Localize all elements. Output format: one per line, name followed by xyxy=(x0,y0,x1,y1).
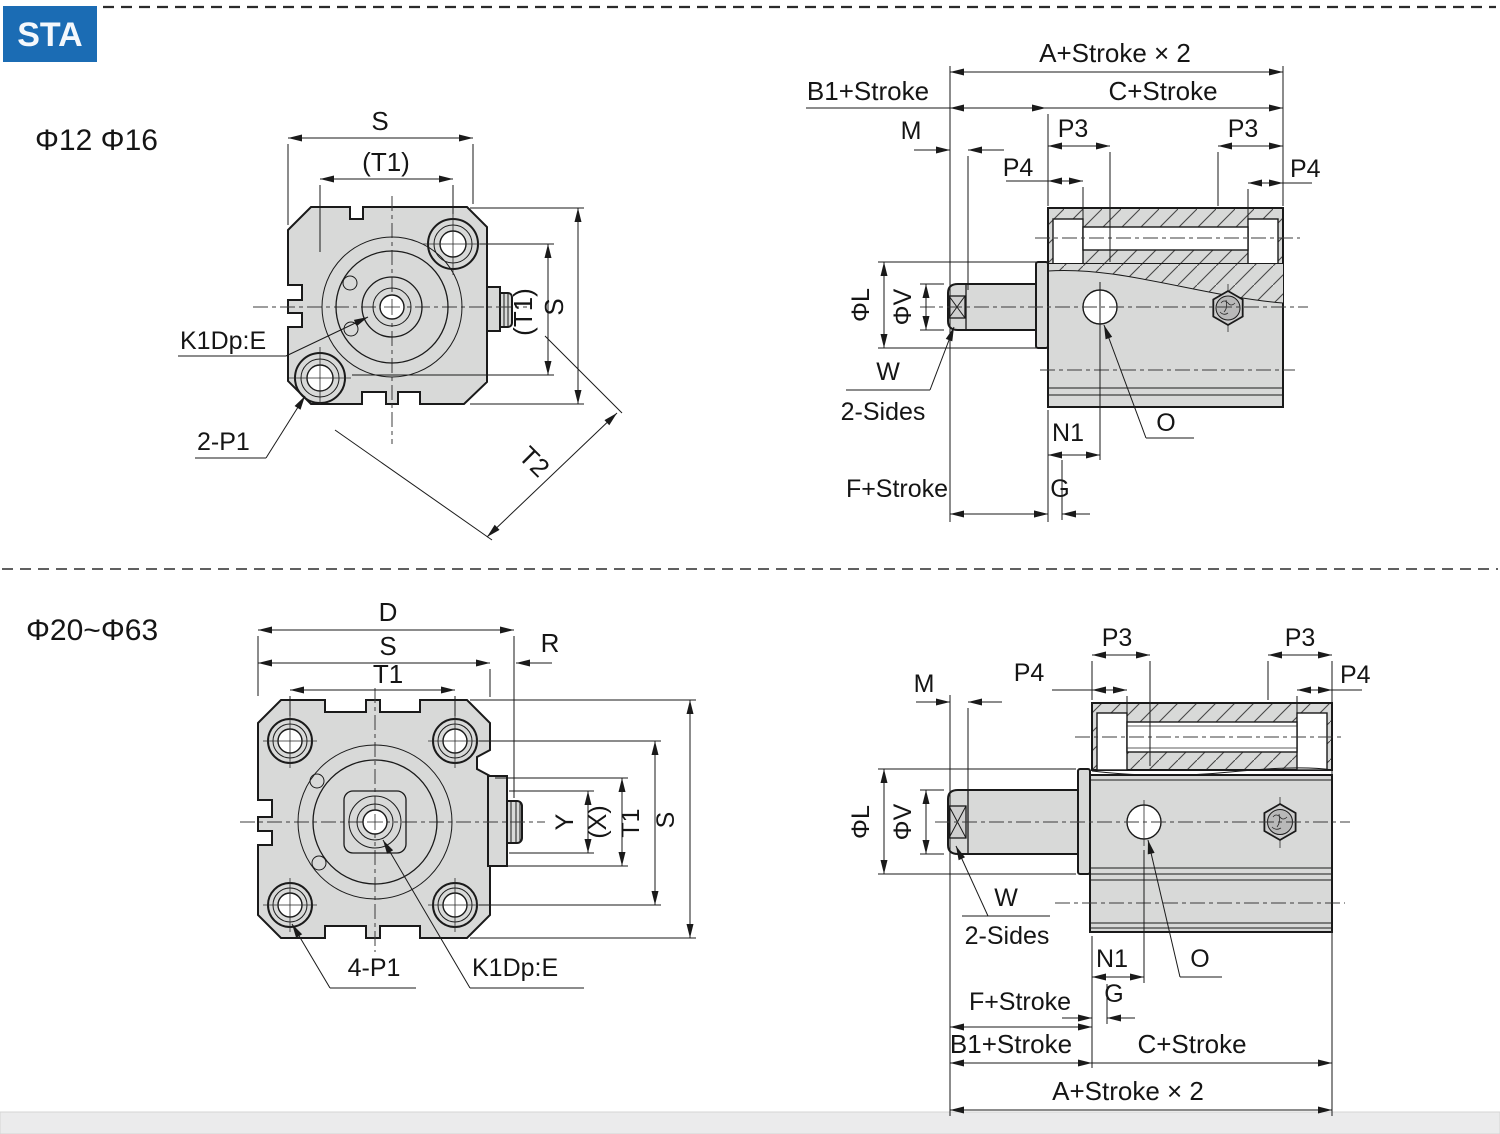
dim-label-x: (X) xyxy=(584,805,612,838)
dim-label-p4-left: P4 xyxy=(1014,659,1045,687)
dim-label-a: A+Stroke × 2 xyxy=(1039,38,1191,68)
dim-label-d: D xyxy=(379,597,398,627)
port-top-right xyxy=(422,213,484,275)
callout-ports-2p1: 2-P1 xyxy=(197,428,250,456)
series-badge-label: STA xyxy=(17,16,82,54)
dim-label-p3-right: P3 xyxy=(1285,624,1316,652)
callout-2sides: 2-Sides xyxy=(965,922,1050,950)
cap-bore-left xyxy=(1052,218,1084,265)
dim-label-phi-l: ΦL xyxy=(847,288,875,322)
dim-label-p4-right: P4 xyxy=(1340,661,1371,689)
dim-label-n1: N1 xyxy=(1052,419,1084,447)
dim-label-t1-top: T1 xyxy=(373,659,403,689)
cap-bore-right xyxy=(1296,712,1328,771)
callouts-front-small: K1Dp:E 2-P1 xyxy=(178,316,369,459)
dim-label-f: F+Stroke xyxy=(969,988,1071,1016)
dim-label-r: R xyxy=(541,628,560,658)
cap-bore-right xyxy=(1247,218,1279,265)
dim-label-g: G xyxy=(1050,475,1069,503)
dim-label-t1-side: (T1) xyxy=(508,288,538,336)
size-label-small-bore: Φ12 Φ16 xyxy=(35,124,158,157)
hex-screw xyxy=(1212,284,1244,332)
dim-label-y: Y xyxy=(551,813,579,830)
center-bore xyxy=(297,744,453,900)
piston-rod xyxy=(947,283,1037,331)
size-label-large-bore: Φ20~Φ63 xyxy=(26,614,158,647)
dim-label-s-side: S xyxy=(539,298,569,315)
rod-collar xyxy=(1035,261,1049,349)
dimensions-front-large: D S T1 R Y (X) T1 S xyxy=(257,597,696,939)
dimensions-side-small: A+Stroke × 2 B1+Stroke C+Stroke M P3 P3 … xyxy=(806,38,1321,522)
side-view-small-bore: A+Stroke × 2 B1+Stroke C+Stroke M P3 P3 … xyxy=(806,38,1321,522)
dim-label-t1-side: T1 xyxy=(617,808,645,837)
dim-label-f: F+Stroke xyxy=(846,475,948,503)
callout-2sides: 2-Sides xyxy=(841,398,926,426)
center-bore xyxy=(321,236,463,378)
callout-k1dpe: K1Dp:E xyxy=(472,954,558,982)
callout-w: W xyxy=(876,358,900,386)
dim-label-p3-left: P3 xyxy=(1058,115,1089,143)
dim-label-p3-left: P3 xyxy=(1102,624,1133,652)
callout-o: O xyxy=(1190,945,1209,973)
series-badge xyxy=(3,6,97,62)
dim-label-b1: B1+Stroke xyxy=(807,76,929,106)
callouts-front-large: 4-P1 K1Dp:E xyxy=(291,839,584,989)
cylinder-body-side xyxy=(1089,774,1333,933)
callout-k1dpe: K1Dp:E xyxy=(180,327,266,355)
dim-label-c: C+Stroke xyxy=(1137,1029,1246,1059)
dim-label-c: C+Stroke xyxy=(1108,76,1217,106)
dim-label-m: M xyxy=(914,670,935,698)
footer-bar xyxy=(0,1111,1500,1134)
dim-label-s-side: S xyxy=(652,812,680,829)
dim-label-phi-v: ΦV xyxy=(889,288,917,325)
dim-label-phi-l: ΦL xyxy=(847,805,875,839)
callout-o: O xyxy=(1156,409,1175,437)
side-boss xyxy=(486,286,501,332)
cap-bore-left xyxy=(1096,712,1128,771)
dim-label-m: M xyxy=(901,117,922,145)
port-holes xyxy=(263,714,482,932)
side-boss xyxy=(487,775,508,867)
dim-label-t1-top: (T1) xyxy=(362,147,410,177)
dim-label-n1: N1 xyxy=(1096,945,1128,973)
dim-label-b1: B1+Stroke xyxy=(950,1029,1072,1059)
callout-w: W xyxy=(994,884,1018,912)
dim-label-p3-right: P3 xyxy=(1228,115,1259,143)
dim-label-p4-right: P4 xyxy=(1290,155,1321,183)
dim-label-s-top: S xyxy=(379,631,396,661)
front-view-large-bore: D S T1 R Y (X) T1 S xyxy=(240,597,696,989)
dim-label-g: G xyxy=(1104,980,1123,1008)
callout-ports-4p1: 4-P1 xyxy=(348,954,401,982)
dim-label-phi-v: ΦV xyxy=(889,803,917,840)
dim-label-s-top: S xyxy=(371,106,388,136)
dim-label-a: A+Stroke × 2 xyxy=(1052,1076,1204,1106)
port-bottom-left xyxy=(289,347,351,404)
dimensions-side-large: P3 P3 P4 P4 M ΦL ΦV xyxy=(847,624,1371,1116)
front-view-small-bore: S (T1) (T1) S T2 K1Dp:E 2-P1 xyxy=(178,106,623,541)
dim-label-t2: T2 xyxy=(513,440,556,483)
side-view-large-bore: P3 P3 P4 P4 M ΦL ΦV xyxy=(847,624,1371,1116)
dim-label-p4-left: P4 xyxy=(1003,154,1034,182)
